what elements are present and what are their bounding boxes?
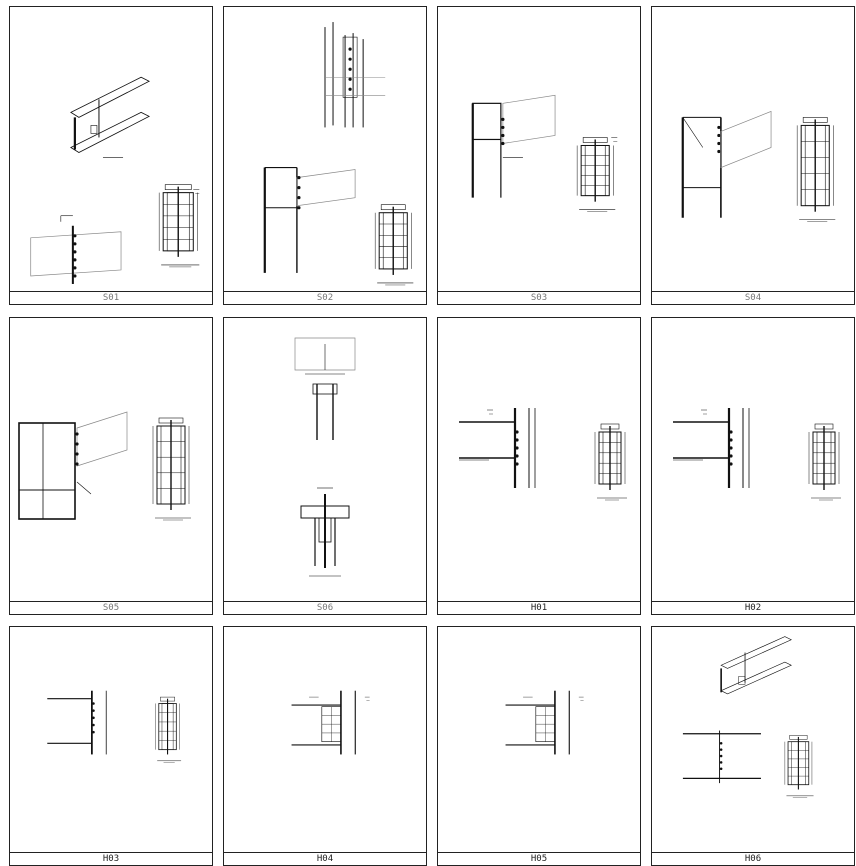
drawing-area	[224, 627, 426, 854]
drawing-sheet-s05[interactable]: S05	[9, 317, 213, 615]
sheet-label: H03	[10, 852, 212, 865]
sheet-label: S01	[10, 291, 212, 304]
drawing-sheet-s01[interactable]: S01	[9, 6, 213, 305]
drawing-sheet-s04[interactable]: S04	[651, 6, 855, 305]
drawing-area	[652, 7, 854, 293]
sheet-label: S04	[652, 291, 854, 304]
drawing-sheet-h03[interactable]: H03	[9, 626, 213, 866]
drawing-area	[224, 318, 426, 603]
drawing-area	[10, 318, 212, 603]
drawing-area	[438, 7, 640, 293]
sheet-label: H02	[652, 601, 854, 614]
drawing-area	[652, 318, 854, 603]
drawing-sheet-s02[interactable]: S02	[223, 6, 427, 305]
drawing-area	[652, 627, 854, 854]
sheet-label: H04	[224, 852, 426, 865]
drawing-sheet-h04[interactable]: H04	[223, 626, 427, 866]
sheet-label: S02	[224, 291, 426, 304]
drawing-area	[10, 627, 212, 854]
sheet-label: S05	[10, 601, 212, 614]
sheet-label: H01	[438, 601, 640, 614]
drawing-sheet-h06[interactable]: H06	[651, 626, 855, 866]
drawing-sheet-h05[interactable]: H05	[437, 626, 641, 866]
drawing-area	[224, 7, 426, 293]
drawing-sheet-s03[interactable]: S03	[437, 6, 641, 305]
sheet-label: H05	[438, 852, 640, 865]
drawing-area	[438, 318, 640, 603]
drawing-sheet-h01[interactable]: H01	[437, 317, 641, 615]
drawing-area	[438, 627, 640, 854]
drawing-sheet-s06[interactable]: S06	[223, 317, 427, 615]
sheet-label: H06	[652, 852, 854, 865]
sheet-label: S06	[224, 601, 426, 614]
drawing-area	[10, 7, 212, 293]
sheet-label: S03	[438, 291, 640, 304]
drawing-sheet-h02[interactable]: H02	[651, 317, 855, 615]
